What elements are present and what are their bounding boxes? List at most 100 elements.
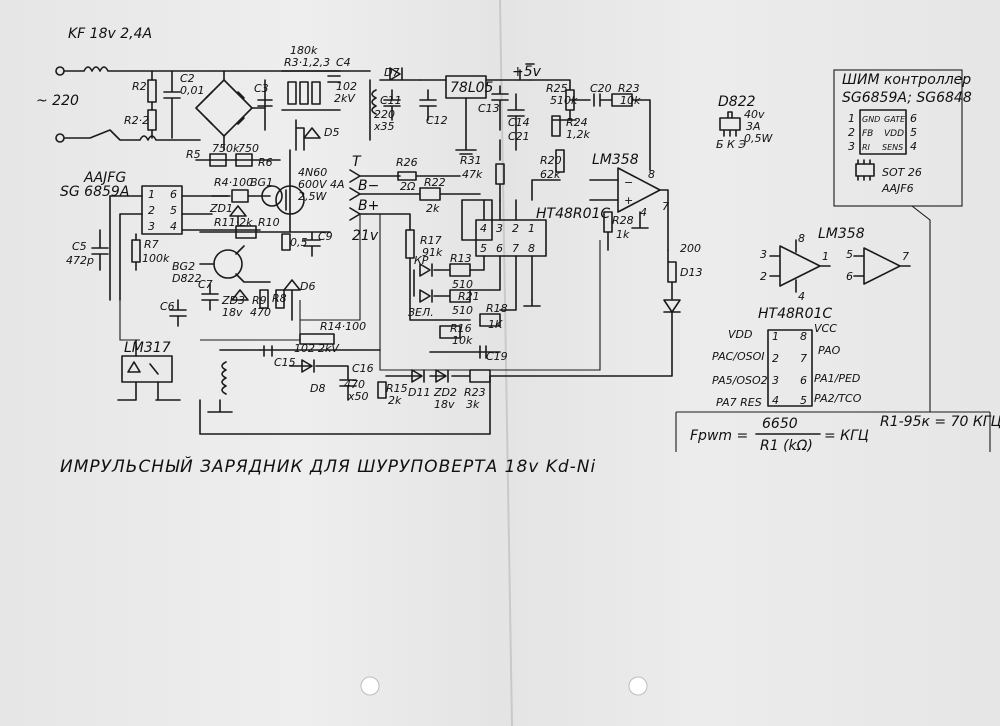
svg-text:220: 220 bbox=[374, 108, 395, 121]
svg-text:3: 3 bbox=[148, 220, 155, 233]
svg-text:6: 6 bbox=[170, 188, 177, 201]
svg-text:C13: C13 bbox=[478, 102, 500, 115]
svg-text:21v: 21v bbox=[352, 228, 379, 244]
svg-text:AAJF6: AAJF6 bbox=[881, 182, 914, 195]
svg-text:3: 3 bbox=[772, 374, 779, 387]
svg-text:78L05: 78L05 bbox=[450, 80, 494, 96]
svg-text:472p: 472p bbox=[66, 254, 94, 267]
svg-text:2,5W: 2,5W bbox=[298, 190, 327, 203]
svg-text:B+: B+ bbox=[358, 198, 379, 214]
svg-text:D5: D5 bbox=[324, 126, 339, 139]
svg-text:0,5W: 0,5W bbox=[744, 132, 773, 145]
svg-text:6: 6 bbox=[910, 112, 917, 125]
aux-supply: BG2 D822 C7 C6 ZD3 18v R9 470 R8 D6 bbox=[160, 260, 315, 327]
svg-text:ZD3: ZD3 bbox=[221, 294, 245, 307]
svg-text:470: 470 bbox=[344, 378, 365, 391]
svg-text:4: 4 bbox=[170, 220, 177, 233]
svg-text:C16: C16 bbox=[352, 362, 374, 375]
svg-text:HT48R01C: HT48R01C bbox=[536, 206, 610, 222]
svg-text:6650: 6650 bbox=[762, 416, 798, 432]
svg-text:18v: 18v bbox=[222, 306, 243, 319]
svg-text:КР: КР bbox=[414, 254, 429, 267]
svg-text:C11: C11 bbox=[380, 94, 402, 107]
svg-text:C2: C2 bbox=[180, 72, 195, 85]
svg-text:ZD2: ZD2 bbox=[433, 386, 457, 399]
svg-text:C19: C19 bbox=[486, 350, 508, 363]
svg-text:C5: C5 bbox=[72, 240, 87, 253]
svg-text:8: 8 bbox=[648, 168, 655, 181]
svg-text:D13: D13 bbox=[680, 266, 702, 279]
svg-text:VCC: VCC bbox=[814, 322, 837, 335]
svg-text:40v: 40v bbox=[744, 108, 765, 121]
opamp-section: −+ R25 510k C20 R23 10k R24 1,2k R20 62k… bbox=[489, 79, 702, 377]
svg-text:62k: 62k bbox=[540, 168, 561, 181]
svg-text:3k: 3k bbox=[466, 398, 480, 411]
svg-text:SENS: SENS bbox=[882, 143, 903, 152]
svg-text:R7: R7 bbox=[144, 238, 159, 251]
current-sense: R11·2k R10 0,5 C9 bbox=[199, 216, 333, 283]
svg-text:750k: 750k bbox=[212, 142, 240, 155]
svg-text:5: 5 bbox=[910, 126, 917, 139]
svg-text:2: 2 bbox=[512, 222, 519, 235]
svg-text:750: 750 bbox=[238, 142, 259, 155]
svg-text:5: 5 bbox=[800, 394, 807, 407]
svg-text:C6: C6 bbox=[160, 300, 175, 313]
svg-text:−: − bbox=[624, 176, 633, 189]
svg-text:GATE: GATE bbox=[884, 115, 906, 124]
svg-text:600V 4A: 600V 4A bbox=[298, 178, 345, 191]
svg-text:91k: 91k bbox=[422, 246, 443, 259]
diode-bridge: C3 bbox=[195, 70, 273, 151]
svg-text:7: 7 bbox=[662, 200, 669, 213]
svg-text:8: 8 bbox=[528, 242, 535, 255]
svg-text:4: 4 bbox=[910, 140, 917, 153]
svg-text:1: 1 bbox=[528, 222, 535, 235]
mcu-pinout-box: HT48R01C VDD PAC/OSOI PA5/OSO2 PA7 RES 1… bbox=[712, 306, 862, 409]
svg-text:R8: R8 bbox=[272, 292, 287, 305]
svg-text:6: 6 bbox=[846, 270, 853, 283]
mains-input: ~ 220 bbox=[36, 66, 371, 143]
svg-text:C15: C15 bbox=[274, 356, 296, 369]
svg-text:T: T bbox=[352, 154, 362, 170]
svg-text:R14·100: R14·100 bbox=[320, 320, 366, 333]
svg-text:C7: C7 bbox=[198, 278, 213, 291]
svg-text:SG6859A; SG6848: SG6859A; SG6848 bbox=[842, 90, 972, 106]
svg-text:R25: R25 bbox=[546, 82, 568, 95]
svg-text:102: 102 bbox=[336, 80, 357, 93]
transistor-pinout: D822 40v 3A 0,5W Б К Э bbox=[716, 94, 773, 151]
svg-text:PA7 RES: PA7 RES bbox=[716, 396, 762, 409]
svg-text:6: 6 bbox=[496, 242, 503, 255]
svg-text:PAC/OSOI: PAC/OSOI bbox=[712, 350, 765, 363]
svg-text:VDD: VDD bbox=[728, 328, 752, 341]
svg-text:4N60: 4N60 bbox=[298, 166, 327, 179]
svg-text:R23: R23 bbox=[464, 386, 486, 399]
svg-text:1: 1 bbox=[822, 250, 829, 263]
svg-text:R10: R10 bbox=[258, 216, 280, 229]
svg-text:R17: R17 bbox=[420, 234, 442, 247]
svg-text:R11·2k: R11·2k bbox=[214, 216, 253, 229]
schematic-caption: ИМРУЛЬСНЫЙ ЗАРЯДНИК ДЛЯ ШУРУПОВЕРТА 18v … bbox=[60, 455, 596, 477]
svg-text:6: 6 bbox=[800, 374, 807, 387]
svg-text:2Ω: 2Ω bbox=[400, 180, 416, 193]
mcu-ht48r01c: 4 3 2 1 5 6 7 8 R31 47k HT48R01C bbox=[460, 139, 610, 311]
svg-text:D822: D822 bbox=[172, 272, 201, 285]
svg-text:8: 8 bbox=[798, 232, 805, 245]
svg-text:180k: 180k bbox=[290, 44, 318, 57]
svg-text:LM358: LM358 bbox=[592, 152, 639, 168]
timing-network: C5 472p R7 100k bbox=[66, 229, 170, 271]
svg-text:R9: R9 bbox=[252, 294, 267, 307]
svg-text:SG 6859A: SG 6859A bbox=[60, 184, 129, 200]
svg-text:D6: D6 bbox=[300, 280, 315, 293]
svg-text:R5: R5 bbox=[186, 148, 201, 161]
svg-text:R4·100: R4·100 bbox=[214, 176, 253, 189]
svg-text:AAJFG: AAJFG bbox=[83, 170, 126, 186]
svg-text:D7: D7 bbox=[384, 66, 399, 79]
svg-text:Fpwm =: Fpwm = bbox=[690, 428, 748, 444]
input-filter: R2 R2·2 C2 0,01 bbox=[124, 70, 205, 139]
svg-text:102: 102 bbox=[294, 342, 315, 355]
svg-text:PA2/TCO: PA2/TCO bbox=[814, 392, 862, 405]
svg-text:10k: 10k bbox=[452, 334, 473, 347]
svg-text:1,2k: 1,2k bbox=[566, 128, 590, 141]
svg-text:0,01: 0,01 bbox=[180, 84, 205, 97]
